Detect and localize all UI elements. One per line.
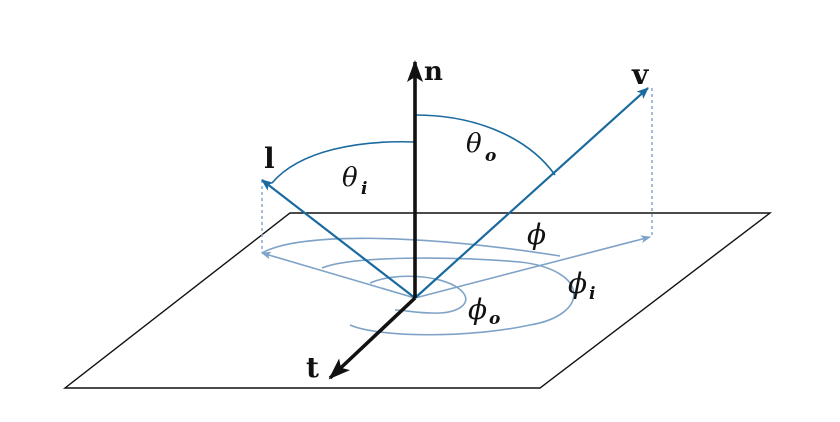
light-label: l bbox=[264, 142, 275, 175]
svg-text:θ: θ bbox=[342, 163, 358, 193]
theta-outgoing-arc bbox=[414, 114, 556, 176]
light-projection-ray bbox=[261, 251, 416, 299]
phi-arc bbox=[261, 237, 561, 257]
phi-outgoing-arc bbox=[369, 275, 467, 314]
phi-incident-label: ϕ i bbox=[568, 267, 595, 304]
phi-label: ϕ bbox=[527, 218, 546, 251]
view-projection-ray bbox=[414, 235, 651, 299]
surface-plane bbox=[62, 212, 773, 389]
svg-text:o: o bbox=[489, 309, 500, 329]
theta-incident-arc bbox=[271, 140, 416, 184]
phi-incident-arc bbox=[321, 257, 575, 336]
view-vector bbox=[414, 87, 649, 299]
svg-text:ϕ: ϕ bbox=[568, 267, 587, 300]
phi-outgoing-label: ϕ o bbox=[468, 293, 500, 329]
svg-text:θ: θ bbox=[466, 129, 482, 159]
svg-text:i: i bbox=[589, 284, 595, 304]
light-vector bbox=[261, 179, 416, 299]
view-label: v bbox=[631, 58, 649, 91]
svg-text:ϕ: ϕ bbox=[468, 293, 487, 326]
svg-text:i: i bbox=[361, 179, 367, 199]
theta-outgoing-label: θ o bbox=[466, 129, 496, 166]
tangent-label: t bbox=[306, 351, 319, 384]
tangent-vector bbox=[328, 296, 417, 380]
svg-text:o: o bbox=[485, 146, 496, 166]
theta-incident-label: θ i bbox=[342, 163, 367, 199]
svg-text:ϕ: ϕ bbox=[527, 218, 546, 251]
normal-label: n bbox=[424, 57, 443, 87]
